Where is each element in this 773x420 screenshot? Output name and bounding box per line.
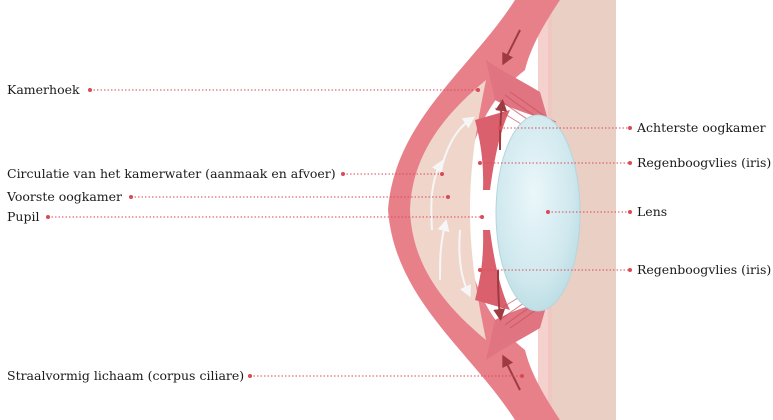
label-lens: Lens <box>637 205 667 219</box>
label-straalvormig-lichaam: Straalvormig lichaam (corpus ciliare) <box>7 369 244 383</box>
label-pupil: Pupil <box>7 210 39 224</box>
label-regenboogvlies-top: Regenboogvlies (iris) <box>637 156 771 170</box>
lens <box>496 115 580 311</box>
anterior-chamber <box>410 80 486 340</box>
label-achterste-oogkamer: Achterste oogkamer <box>637 121 766 135</box>
label-kamerhoek: Kamerhoek <box>7 83 80 97</box>
label-circulatie: Circulatie van het kamerwater (aanmaak e… <box>7 167 336 181</box>
label-voorste-oogkamer: Voorste oogkamer <box>7 190 122 204</box>
label-regenboogvlies-bottom: Regenboogvlies (iris) <box>637 263 771 277</box>
